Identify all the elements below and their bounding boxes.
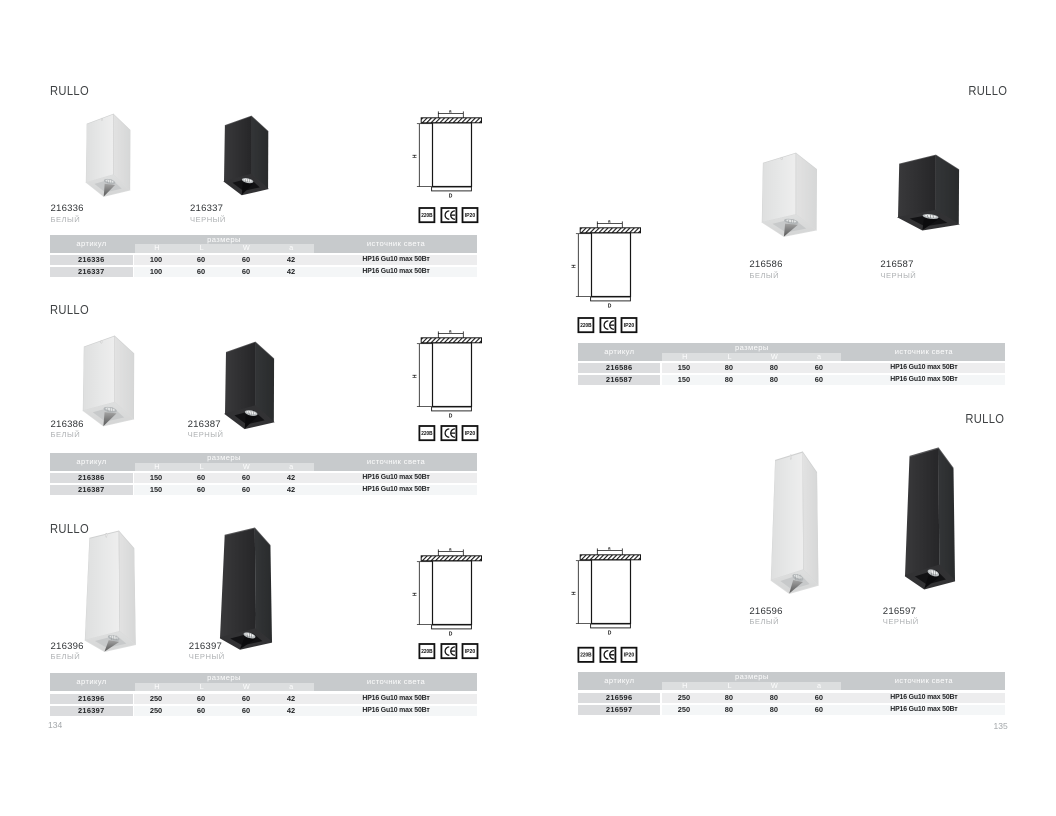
svg-text:D: D: [449, 194, 453, 200]
svg-text:a: a: [449, 329, 452, 334]
svg-text:IP20: IP20: [465, 649, 476, 655]
svg-text:D: D: [449, 632, 453, 638]
svg-text:H: H: [572, 264, 578, 268]
svg-text:D: D: [449, 413, 453, 419]
svg-text:220В: 220В: [421, 431, 433, 437]
svg-text:a: a: [608, 547, 611, 552]
svg-text:220В: 220В: [421, 649, 433, 655]
svg-text:D: D: [608, 631, 612, 637]
svg-text:a: a: [449, 548, 452, 553]
svg-text:H: H: [572, 592, 578, 596]
svg-text:220В: 220В: [421, 213, 433, 219]
svg-text:IP20: IP20: [465, 213, 476, 219]
svg-text:IP20: IP20: [465, 431, 476, 437]
svg-text:IP20: IP20: [624, 653, 635, 659]
svg-text:H: H: [413, 592, 419, 596]
svg-text:H: H: [413, 374, 419, 378]
svg-text:a: a: [449, 109, 452, 114]
svg-text:H: H: [413, 154, 419, 158]
svg-text:IP20: IP20: [624, 323, 635, 329]
svg-text:220В: 220В: [581, 653, 593, 659]
svg-text:D: D: [608, 303, 612, 309]
svg-text:a: a: [608, 219, 611, 224]
svg-text:220В: 220В: [581, 323, 593, 329]
